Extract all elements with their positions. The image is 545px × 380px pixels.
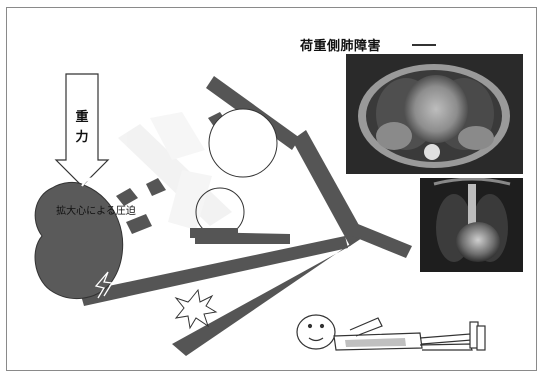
compression-burst-icon xyxy=(176,290,216,328)
heart-shape xyxy=(35,178,123,298)
chest-xray-image xyxy=(420,178,523,272)
bronchus-cover xyxy=(190,228,238,238)
slide-title: 荷重側肺障害 xyxy=(300,35,381,54)
gravity-label: 重力 xyxy=(70,108,94,148)
right-lower-bronchus xyxy=(352,224,412,258)
lying-person-icon xyxy=(297,315,485,350)
heart-compression-label: 拡大心による圧迫 xyxy=(48,205,144,219)
alveolus-large xyxy=(209,109,277,177)
ct-scan-image xyxy=(346,54,523,174)
